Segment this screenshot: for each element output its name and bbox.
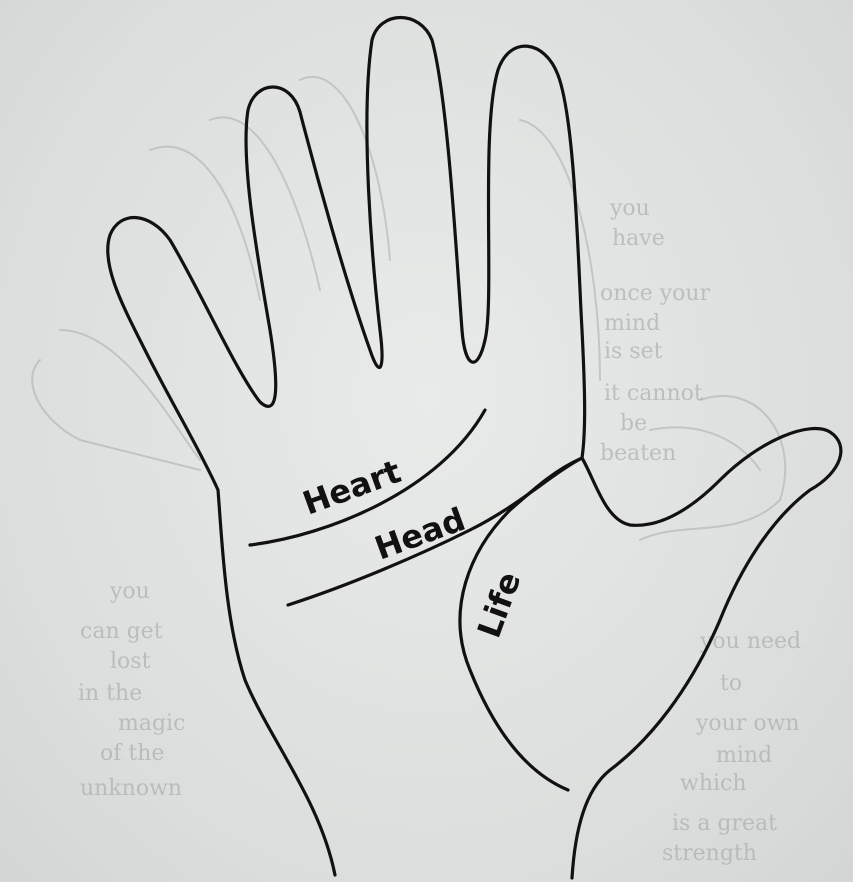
svg-text:have: have <box>612 226 665 251</box>
svg-text:once your: once your <box>600 281 711 306</box>
heart-label: Heart <box>298 452 406 522</box>
svg-text:can get: can get <box>80 619 163 644</box>
svg-text:beaten: beaten <box>600 441 676 466</box>
ghost-hand <box>32 77 785 540</box>
svg-text:it cannot: it cannot <box>604 381 703 406</box>
svg-text:lost: lost <box>110 649 151 674</box>
svg-text:unknown: unknown <box>80 776 182 801</box>
svg-text:is set: is set <box>604 339 663 364</box>
svg-text:you: you <box>109 579 150 604</box>
svg-text:magic: magic <box>118 711 185 736</box>
head-label: Head <box>370 500 470 568</box>
svg-text:mind: mind <box>716 743 772 768</box>
life-label: Life <box>470 567 529 643</box>
svg-text:is a great: is a great <box>672 811 777 836</box>
svg-text:to: to <box>720 671 742 696</box>
svg-text:in the: in the <box>78 681 142 706</box>
svg-text:strength: strength <box>662 841 757 866</box>
svg-text:be: be <box>620 411 647 436</box>
svg-text:your own: your own <box>695 711 800 736</box>
svg-text:of the: of the <box>100 741 164 766</box>
svg-text:mind: mind <box>604 311 660 336</box>
svg-text:you: you <box>609 196 650 221</box>
svg-text:which: which <box>680 771 747 796</box>
